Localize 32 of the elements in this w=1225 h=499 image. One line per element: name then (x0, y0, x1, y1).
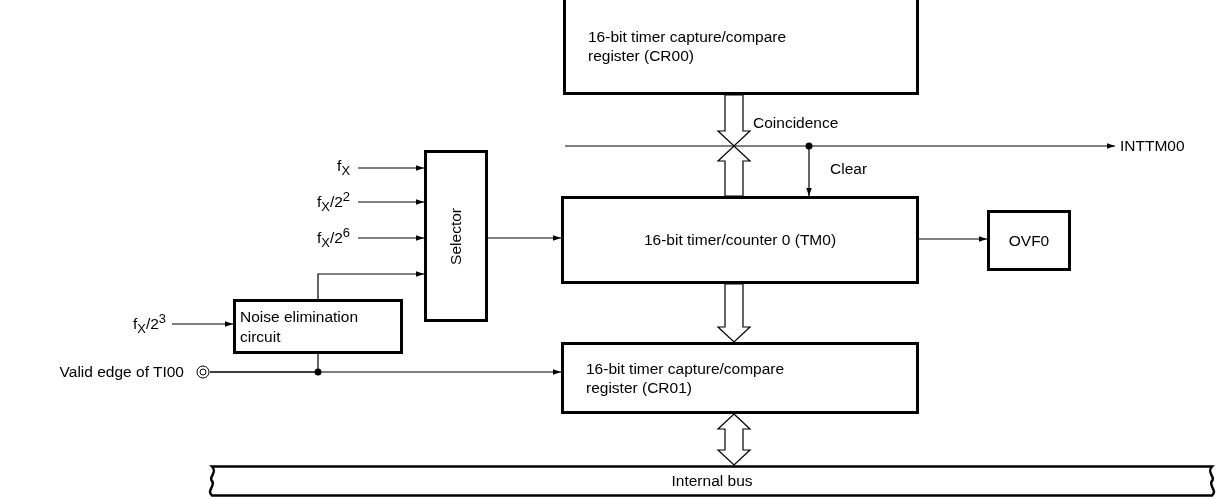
block-box (561, 342, 919, 414)
node-label: OVF0 (1008, 230, 1050, 251)
hollow-bus-arrow (716, 413, 752, 466)
signal-label: f$_{X}$/2$^{3}$ (132, 311, 166, 337)
node-label: Noise elimination circuit (240, 307, 360, 346)
arrow (209, 369, 562, 375)
hollow-bus-arrow (716, 94, 752, 147)
signal-label: f$_{X}$/2$^{6}$ (316, 225, 350, 251)
signal-label: INTTM00 (1120, 137, 1185, 155)
block-box (561, 196, 919, 284)
signal-label: f$_{X}$ (337, 157, 350, 179)
node-label: 16-bit timer/counter 0 (TM0) (643, 230, 837, 250)
arrow (564, 143, 1116, 149)
hollow-bus-arrow (716, 145, 752, 197)
node-label: Selector (446, 207, 466, 265)
block-box (987, 210, 1071, 271)
arrow (171, 321, 234, 327)
arrow (317, 271, 425, 300)
signal-label: f$_{X}$/2$^{2}$ (316, 189, 350, 215)
arrow (357, 235, 425, 241)
node-label: 16-bit timer capture/compare register (CR01) (586, 358, 786, 398)
block-box (563, 0, 919, 95)
arrow (487, 235, 562, 241)
arrow (357, 165, 425, 171)
arrow (918, 236, 988, 242)
node-label: 16-bit timer capture/compare register (CR00) (588, 26, 788, 66)
arrow (357, 199, 425, 205)
block-box (233, 299, 403, 354)
signal-label: Valid edge of TI00 (59, 363, 184, 381)
block-box (424, 150, 488, 322)
hollow-bus-arrow (716, 283, 752, 343)
bus-label: Internal bus (671, 472, 753, 490)
